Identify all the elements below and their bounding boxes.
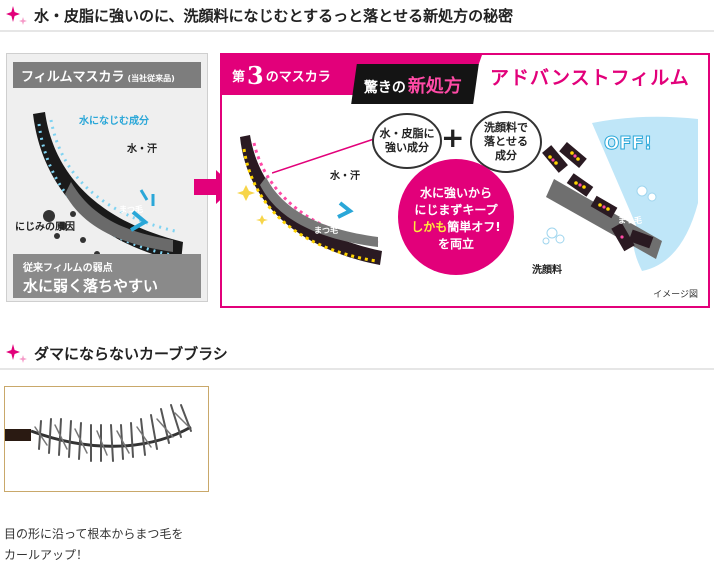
label-lash-right: まつ毛	[314, 226, 338, 235]
section-heading-text: 水・皮脂に強いのに、洗顔料になじむとするっと落とせる新処方の秘密	[34, 7, 514, 25]
label-water-sweat-right: 水・汗	[330, 171, 360, 182]
brush-description-line1: 目の形に沿って根本からまつ毛を	[4, 527, 184, 541]
weak-point-box: 従来フィルムの弱点 水に弱く落ちやすい	[13, 254, 201, 298]
benefit-line3-highlight: しかも	[411, 220, 448, 234]
plus-icon: +	[441, 121, 465, 154]
removal-illustration	[542, 116, 698, 271]
conventional-title-note: (当社従来品)	[127, 74, 175, 83]
advanced-lash-illustration	[237, 135, 382, 265]
line-connector	[272, 136, 381, 174]
sparkle-icon	[6, 344, 27, 363]
benefit-circle: 水に強いから にじまずキープ しかも簡単オフ! を両立	[398, 159, 514, 275]
image-note: イメージ図	[653, 290, 698, 300]
conventional-lash-illustration	[33, 112, 183, 270]
benefit-line3: 簡単オフ!	[447, 220, 501, 234]
benefit-line2: にじまずキープ	[414, 203, 498, 217]
label-cleanser: 洗顔料	[532, 265, 562, 276]
label-water-affinity: 水になじむ成分	[79, 116, 149, 127]
label-water-sweat: 水・汗	[127, 144, 157, 155]
conventional-title: フィルムマスカラ	[21, 70, 125, 85]
section-heading-formula: 水・皮脂に強いのに、洗顔料になじむとするっと落とせる新処方の秘密	[0, 0, 720, 32]
section-divider	[0, 30, 714, 32]
oval-water-oil-resistant: 水・皮脂に強い成分	[372, 113, 442, 169]
label-off: OFF!	[603, 133, 653, 155]
benefit-line4: を両立	[437, 237, 474, 251]
new-formula-tag: 驚きの新処方	[351, 64, 479, 104]
curve-brush-image	[4, 386, 209, 492]
conventional-film-panel: フィルムマスカラ(当社従来品) 水になじむ成分 水・汗 まつ毛 にじみの原因 従…	[6, 53, 208, 302]
tag-part1: 驚きの	[363, 80, 406, 96]
advanced-film-title: アドバンストフィルム	[490, 67, 690, 89]
section-divider	[0, 368, 714, 370]
oval-cleanser-removable: 洗顔料で落とせる成分	[470, 111, 542, 173]
label-smudge-cause: にじみの原因	[15, 222, 75, 233]
brush-description-line2: カールアップ！	[4, 548, 89, 562]
label-lash: まつ毛	[119, 205, 143, 214]
weak-point-label: 従来フィルムの弱点	[23, 263, 113, 274]
sparkle-icon	[6, 6, 27, 25]
section-heading-text: ダマにならないカーブブラシ	[34, 345, 228, 363]
label-lash-removal: まつ毛	[618, 216, 642, 225]
tag-part2: 新処方	[407, 76, 462, 97]
mascara-brush-illustration	[5, 404, 192, 462]
section-heading-brush: ダマにならないカーブブラシ	[0, 338, 720, 370]
weak-point-text: 水に弱く落ちやすい	[23, 277, 159, 295]
conventional-title-bar: フィルムマスカラ(当社従来品)	[13, 62, 201, 88]
benefit-line1: 水に強いから	[419, 186, 492, 200]
